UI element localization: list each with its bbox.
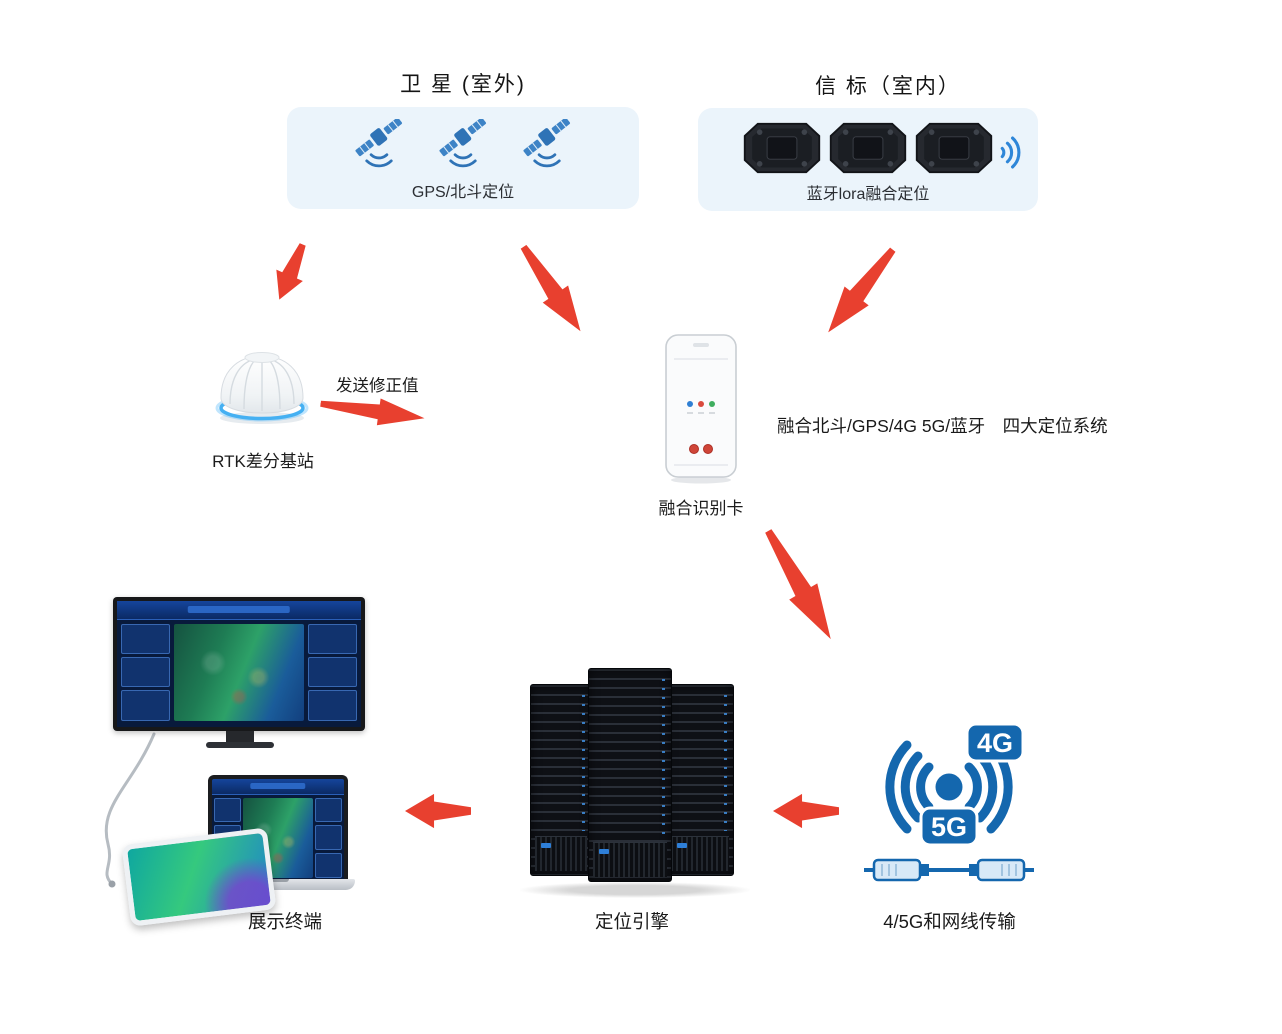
- 5g-badge: 5G: [919, 806, 979, 847]
- beacon-icon: [829, 122, 907, 174]
- satellite-panel: GPS/北斗定位: [287, 107, 639, 209]
- beacon-panel: 蓝牙lora融合定位: [698, 108, 1038, 211]
- monitor-foot: [206, 742, 274, 748]
- beacon-icon: [915, 122, 993, 174]
- rtk-dome-icon: [215, 352, 309, 424]
- monitor-cable: [104, 732, 156, 888]
- network-label: 4/5G和网线传输: [883, 911, 1016, 932]
- terminal-label: 展示终端: [247, 911, 322, 932]
- beacon-caption: 蓝牙lora融合定位: [806, 186, 930, 203]
- satellite-section-title: 卫 星 (室外): [400, 73, 526, 96]
- satellite-icon-row: [287, 107, 639, 173]
- engine-label: 定位引擎: [594, 911, 669, 932]
- monitor-icon: [113, 597, 365, 731]
- beacon-section-title: 信 标（室内）: [815, 75, 961, 98]
- network-cable-icon: [864, 858, 1034, 882]
- correction-arrow-label: 发送修正值: [336, 377, 419, 395]
- satellite-caption: GPS/北斗定位: [411, 184, 515, 201]
- fusion-card-label: 融合识别卡: [658, 499, 744, 518]
- fusion-card-icon: [665, 334, 737, 484]
- satellite-icon: [435, 119, 491, 168]
- server-tower-center: [588, 668, 672, 882]
- beacon-icon: [743, 122, 821, 174]
- server-tower-right: [666, 684, 734, 876]
- 5g-badge-text: 5G: [931, 812, 967, 842]
- 4g-badge-text: 4G: [977, 728, 1013, 758]
- 4g-badge: 4G: [965, 723, 1025, 763]
- flow-arrow-satellite-to-rtk: [266, 238, 316, 306]
- beacon-icon-row: [698, 108, 1038, 175]
- signal-waves-icon: [1000, 136, 1021, 169]
- wireless-4g5g-icon: 4G 5G: [864, 723, 1034, 882]
- dashboard-screen: [117, 601, 361, 727]
- flow-arrow-network-to-engine: [773, 793, 839, 829]
- server-tower-left: [530, 684, 592, 876]
- satellite-icon: [519, 119, 575, 168]
- flow-arrow-engine-to-terminal: [405, 793, 471, 829]
- server-rack-icon: [528, 666, 736, 890]
- flow-arrow-fusion-card-to-network: [754, 522, 845, 648]
- satellite-icon: [351, 119, 407, 168]
- flow-arrow-satellite-to-fusion-card: [510, 238, 594, 340]
- monitor-stand: [226, 731, 254, 743]
- server-shadow: [520, 882, 750, 898]
- rtk-station-label: RTK差分基站: [212, 452, 314, 471]
- fusion-card-description: 融合北斗/GPS/4G 5G/蓝牙 四大定位系统: [777, 416, 1108, 436]
- laptop-base: [193, 879, 355, 890]
- flow-arrow-beacon-to-fusion-card: [816, 240, 905, 342]
